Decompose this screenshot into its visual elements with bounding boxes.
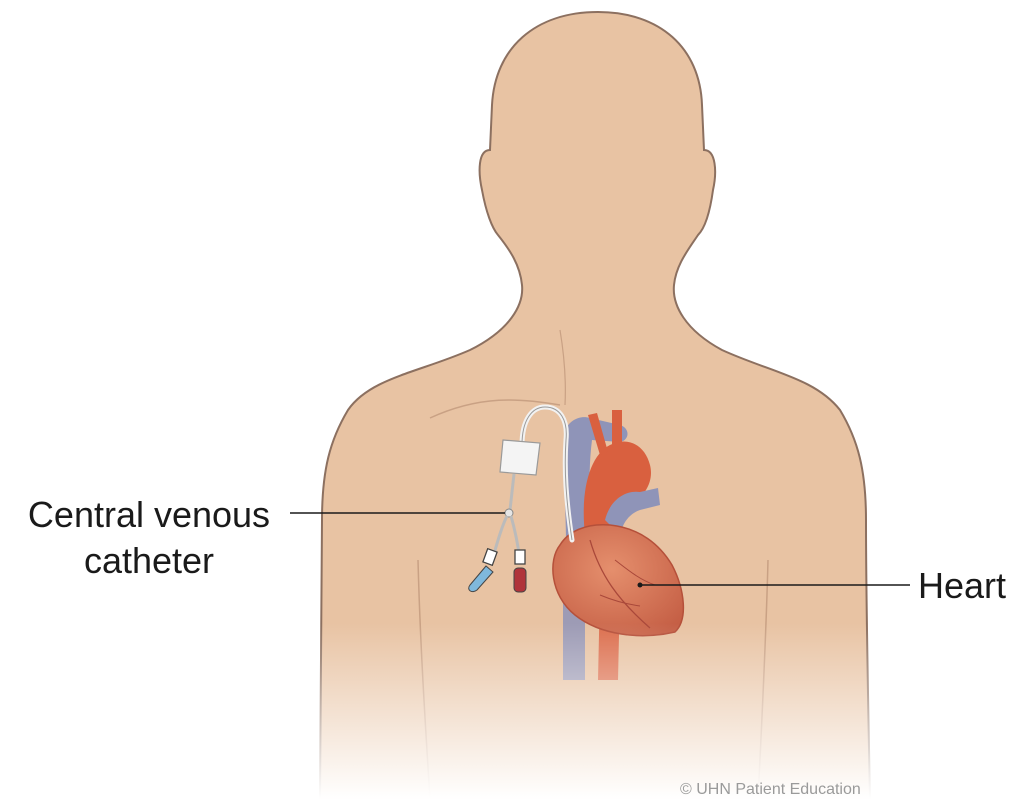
catheter-label-line2: catheter — [8, 538, 290, 584]
catheter-label-line1: Central venous — [8, 492, 290, 538]
catheter-label: Central venous catheter — [8, 492, 290, 584]
heart-label: Heart — [918, 563, 1006, 609]
copyright-credit: © UHN Patient Education — [680, 781, 861, 799]
